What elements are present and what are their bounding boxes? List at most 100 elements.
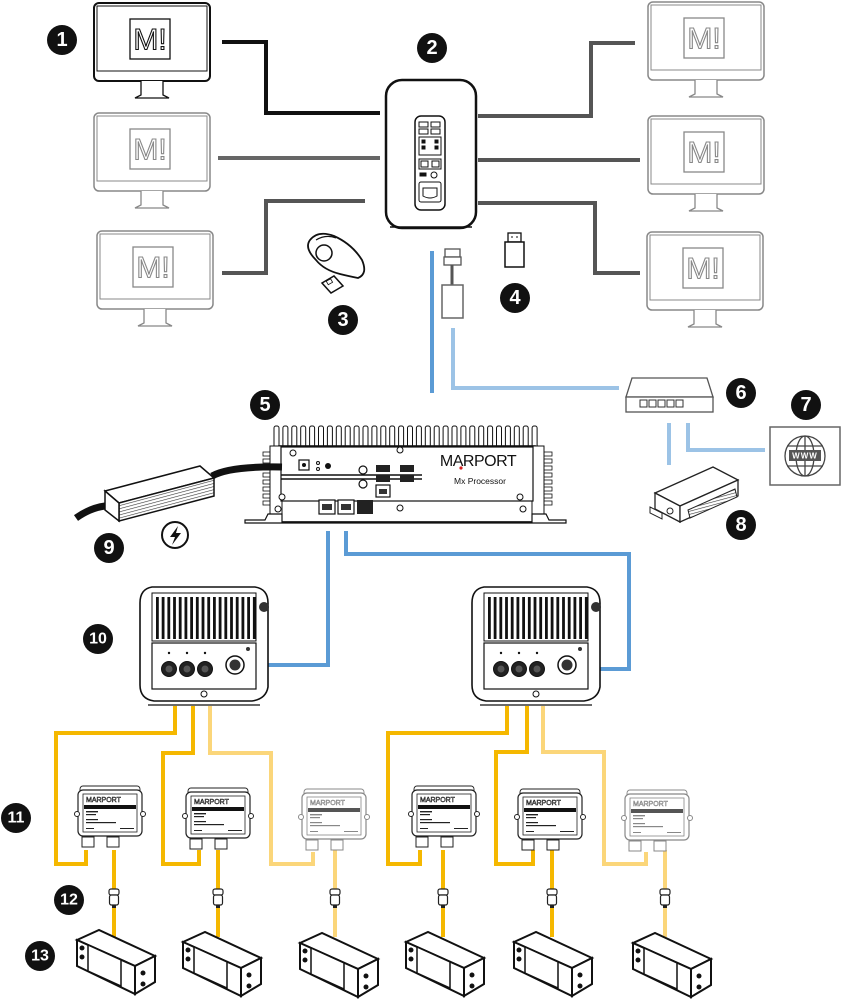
heatsink-fin [433,425,440,449]
brand-dot-icon [459,466,463,470]
heatsink-fin [398,425,405,449]
receiver-fin [235,597,239,639]
lightning-bolt-icon [161,521,189,549]
network-switch [625,377,714,413]
cable-monitor-right-3 [478,201,640,275]
cable-gland [628,840,642,852]
receiver-fin [533,597,537,639]
receiver-fin [499,597,503,639]
number-badges: 1 2 3 4 5 6 7 8 9 10 11 12 13 [1,25,821,971]
receiver-fin [252,597,256,639]
monitor-left-1: M! [93,2,211,99]
monitor-logo-text: M! [133,24,166,57]
monitor-cables [218,40,640,275]
cable-rx1-jb2 [161,706,201,866]
junction-brand: MARPORT [86,797,122,804]
badge-1-label: 1 [56,29,67,51]
sensor-5 [511,930,595,998]
cable-gland [189,838,203,850]
junction-banner [418,805,470,809]
cable-switch-internet [686,423,765,452]
heatsink-fin [478,425,485,449]
receiver-fin [584,597,588,639]
heatsink-fin [335,425,342,449]
io-module [649,466,740,524]
sensor-4 [403,930,487,998]
badge-6: 6 [726,378,756,408]
receiver-fin [539,597,543,639]
receiver-fin [161,597,165,639]
monitor-logo-text: M! [686,253,719,286]
cable-rx1-jb1 [54,706,177,866]
receiver-fin [173,597,176,639]
heatsink-fin [513,425,520,449]
marport-logo-icon: M! [683,131,725,173]
junction-banner [524,808,576,812]
marport-logo-icon: M! [129,128,171,170]
badge-4-label: 4 [509,287,521,309]
receiver-fin [573,597,577,639]
heatsink-fin [326,425,333,449]
badge-13-label: 13 [31,948,49,965]
internet-label: WWW [792,452,818,461]
receiver-fin [241,597,245,639]
badge-3-label: 3 [337,309,348,331]
usb-receiver-icon [320,275,345,294]
receiver-fin [195,597,199,639]
sensor-1 [74,928,158,996]
receiver-fin [510,597,514,639]
badge-10: 10 [83,624,113,654]
sensor-2 [180,930,264,998]
cable-gland [214,838,228,850]
junction-brand: MARPORT [526,800,562,807]
junction-banner [192,807,244,811]
cable-monitor-right-1 [478,41,635,118]
receiver-2 [471,586,601,706]
cable-adapter-switch [451,328,619,390]
cable-gland [106,836,120,848]
heatsink-fin [371,425,378,449]
heatsink-fin [273,425,280,449]
cable-rx2-jb6 [541,706,648,866]
cable-gland [415,836,429,848]
cable-gland [521,839,535,851]
power-cable [73,463,283,521]
junction-box-3: MARPORT [298,788,370,851]
monitor-logo-text: M! [687,23,720,56]
badge-9: 9 [94,533,124,563]
badge-8-label: 8 [735,514,746,536]
cable-rx2-jb5 [494,706,535,866]
receiver-fin [567,597,571,639]
badge-7: 7 [791,390,821,420]
marport-logo-icon: M! [683,17,725,59]
receiver-fin [527,597,531,639]
heatsink-fin [318,425,324,449]
receiver-fin [493,597,497,639]
monitor-right-2: M! [647,115,765,212]
receiver-fin [230,597,233,639]
heatsink-fin [487,425,494,449]
cable-gland [546,839,560,851]
receiver-1 [139,586,269,706]
heatsink-fin [504,425,511,449]
junction-brand: MARPORT [310,800,346,807]
monitor-left-2: M! [93,112,211,209]
heatsink-fin [469,425,476,449]
marport-logo-icon: M! [132,246,174,288]
heatsink-fin [389,425,396,449]
heatsink-fin [300,425,307,449]
cable-gland [440,836,454,848]
cable-monitor-left-1 [222,40,380,115]
heatsink-fin [460,425,467,449]
cable-gland [305,839,319,851]
junction-box-5: MARPORT [514,788,586,851]
receiver-fin [522,597,525,639]
badge-2-label: 2 [426,37,437,59]
sensor-cables [54,706,648,866]
heatsink-fin [282,425,289,449]
receiver-fin [545,597,548,639]
heatsink-fin [407,425,413,449]
badge-7-label: 7 [800,394,811,416]
